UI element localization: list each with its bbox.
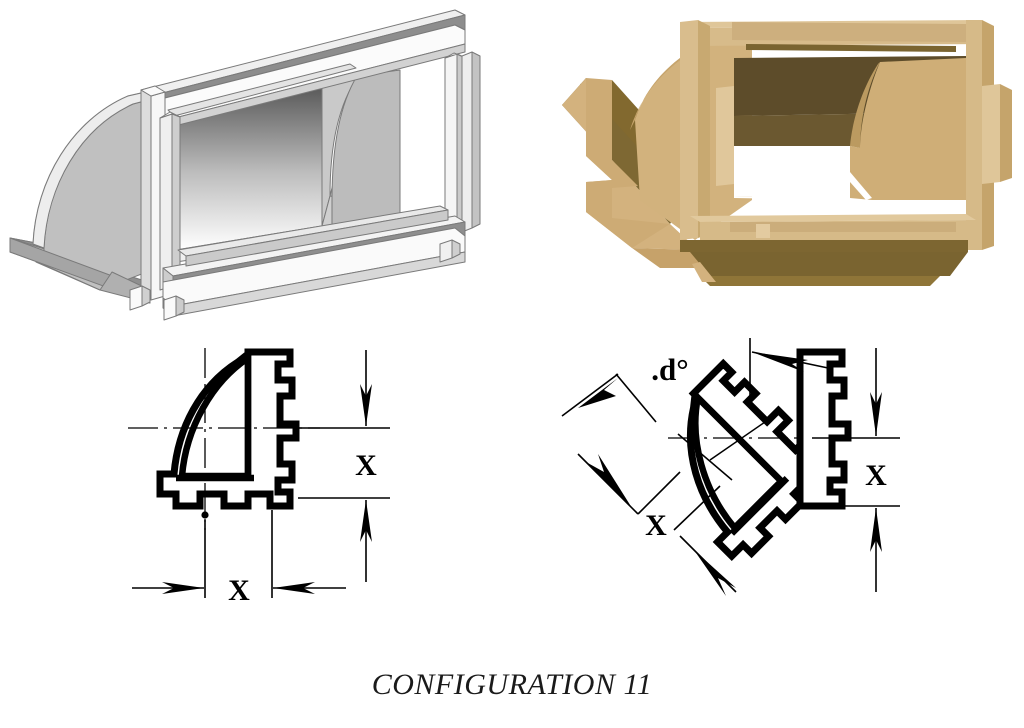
dimension-label-diagonal-x: X [645, 509, 667, 542]
isometric-view-tan [520, 0, 1024, 320]
cross-section-front: X X [120, 330, 460, 650]
angle-dimension-label: .d° [651, 352, 688, 387]
dimension-label-horizontal-x: X [228, 574, 250, 607]
cross-section-rotated: .d° X X [560, 330, 960, 660]
isometric-view-gray [0, 0, 500, 330]
figure-caption: CONFIGURATION 11 [371, 668, 653, 701]
dimension-label-vertical-x: X [865, 459, 887, 492]
dimension-label-vertical-x: X [355, 449, 377, 482]
